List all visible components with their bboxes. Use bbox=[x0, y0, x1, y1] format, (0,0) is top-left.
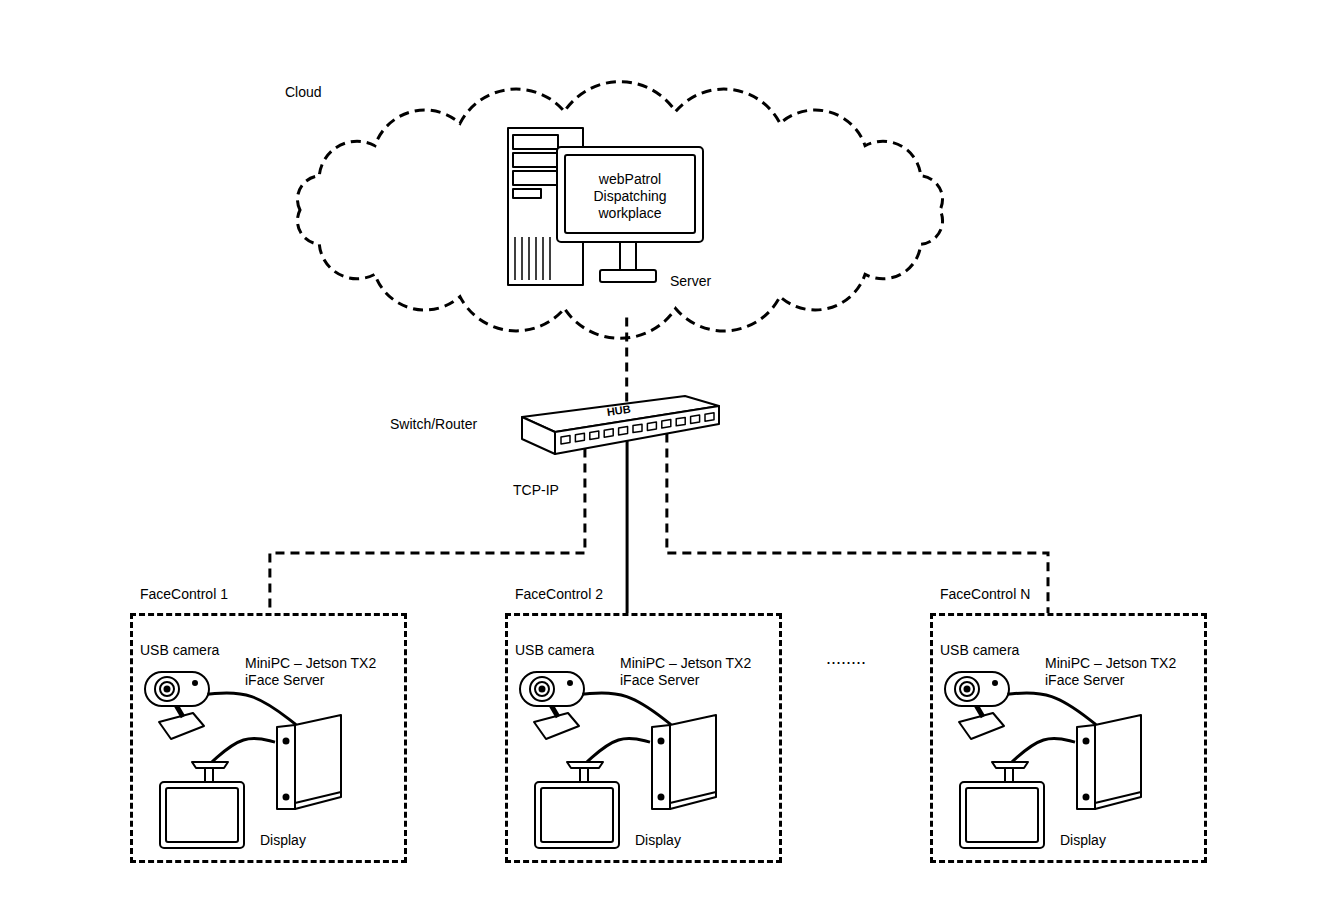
node-text: Display bbox=[1060, 832, 1106, 849]
node-text: USB camera bbox=[515, 642, 594, 659]
hub-port bbox=[561, 436, 570, 444]
hub-port bbox=[662, 420, 671, 429]
node-text: MiniPC – Jetson TX2 iFace Server bbox=[620, 655, 770, 689]
usb-camera: USB camera bbox=[943, 668, 1013, 743]
network-link bbox=[626, 441, 629, 613]
mini-pc: MiniPC – Jetson TX2 iFace Server bbox=[275, 713, 345, 810]
facecontrol-group: FaceControl NUSB cameraMiniPC – Jetson T… bbox=[930, 613, 1207, 863]
hub-port bbox=[676, 417, 685, 425]
hub-port bbox=[619, 427, 628, 435]
network-link bbox=[625, 318, 628, 404]
switch-router: HUB Switch/Router bbox=[385, 392, 725, 460]
facecontrol-devices bbox=[520, 672, 716, 848]
hub-port bbox=[575, 433, 584, 442]
protocol-label: TCP-IP bbox=[513, 482, 559, 499]
display: Display bbox=[533, 760, 623, 850]
cable bbox=[207, 693, 296, 725]
node-text: Switch/Router bbox=[390, 416, 477, 433]
mini-pc: MiniPC – Jetson TX2 iFace Server bbox=[1075, 713, 1145, 810]
continuation-dots: ........ bbox=[826, 648, 866, 670]
hub-port bbox=[590, 431, 599, 439]
server-computer bbox=[508, 128, 703, 285]
hub-port bbox=[705, 413, 714, 421]
facecontrol-group: FaceControl 2USB cameraMiniPC – Jetson T… bbox=[505, 613, 782, 863]
node-text: FaceControl 2 bbox=[515, 586, 603, 603]
node-text: USB camera bbox=[140, 642, 219, 659]
mini-pc: MiniPC – Jetson TX2 iFace Server bbox=[650, 713, 720, 810]
hub-port bbox=[633, 424, 642, 432]
node-text: webPatrol Dispatching workplace bbox=[561, 171, 699, 222]
server: webPatrol Dispatching workplaceServer bbox=[505, 125, 720, 295]
hub-port bbox=[647, 422, 656, 431]
node-text: Display bbox=[260, 832, 306, 849]
display: Display bbox=[958, 760, 1048, 850]
cable bbox=[1007, 693, 1096, 725]
hub-port bbox=[691, 415, 700, 423]
cable bbox=[1012, 738, 1075, 761]
display: Display bbox=[158, 760, 248, 850]
facecontrol-devices bbox=[945, 672, 1141, 848]
hub-port bbox=[604, 429, 613, 437]
node-text: Display bbox=[635, 832, 681, 849]
cable bbox=[212, 738, 275, 761]
cable bbox=[582, 693, 671, 725]
usb-camera: USB camera bbox=[518, 668, 588, 743]
cable bbox=[587, 738, 650, 761]
node-text: HUB bbox=[606, 403, 631, 420]
cloud: Cloud webPatrol Dispatching workplaceServ… bbox=[285, 80, 955, 330]
node-text: USB camera bbox=[940, 642, 1019, 659]
facecontrol-group: FaceControl 1USB cameraMiniPC – Jetson T… bbox=[130, 613, 407, 863]
node-text: MiniPC – Jetson TX2 iFace Server bbox=[245, 655, 395, 689]
facecontrol-devices bbox=[145, 672, 341, 848]
node-text: FaceControl 1 bbox=[140, 586, 228, 603]
node-text: Server bbox=[670, 273, 711, 290]
node-text: MiniPC – Jetson TX2 iFace Server bbox=[1045, 655, 1195, 689]
node-text: Cloud bbox=[285, 84, 322, 101]
usb-camera: USB camera bbox=[143, 668, 213, 743]
node-text: FaceControl N bbox=[940, 586, 1030, 603]
network-hub bbox=[522, 396, 719, 454]
network-link bbox=[667, 433, 1048, 613]
cloud-outline bbox=[297, 82, 942, 339]
